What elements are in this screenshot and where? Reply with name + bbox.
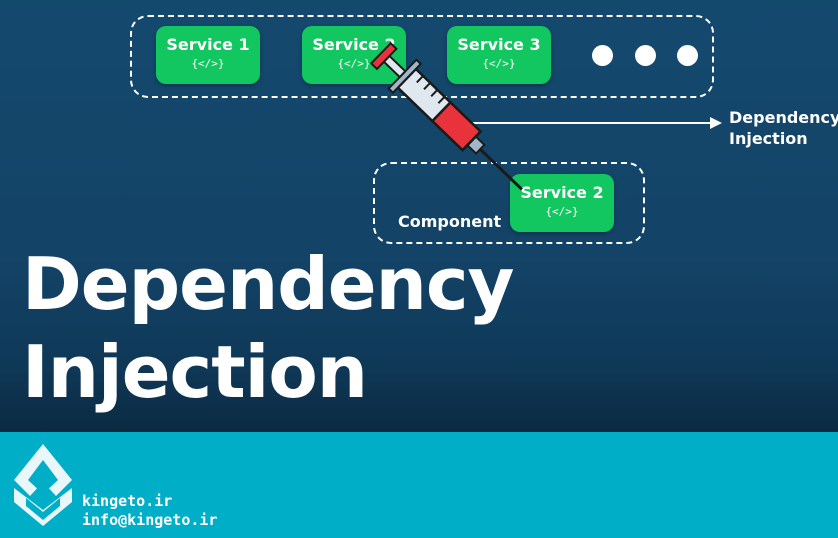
site-link[interactable]: kingeto.ir bbox=[82, 492, 173, 510]
code-icon: {</>} bbox=[545, 205, 579, 218]
injected-service-box: Service 2 {</>} bbox=[510, 174, 614, 232]
arrow-label: Dependency Injection bbox=[729, 107, 838, 149]
code-icon: {</>} bbox=[337, 57, 371, 70]
service-3-label: Service 3 bbox=[457, 35, 541, 54]
code-icon: {</>} bbox=[482, 57, 516, 70]
kingeto-logo-icon bbox=[14, 444, 72, 526]
arrow-label-line1: Dependency bbox=[729, 108, 838, 127]
arrow-label-line2: Injection bbox=[729, 129, 808, 148]
arrow-icon bbox=[470, 117, 722, 129]
component-label: Component bbox=[398, 212, 502, 231]
footer-bar: kingeto.ir info@kingeto.ir bbox=[0, 432, 838, 538]
service-1-label: Service 1 bbox=[166, 35, 250, 54]
service-3-box: Service 3 {</>} bbox=[447, 26, 551, 84]
syringe-icon bbox=[369, 41, 523, 191]
more-dot bbox=[592, 45, 613, 66]
service-2-label: Service 2 bbox=[312, 35, 396, 54]
hero-panel: Service 1 {</>} Service 2 {</>} Service … bbox=[0, 0, 838, 432]
headline-line2: Injection bbox=[22, 330, 368, 414]
more-dot bbox=[635, 45, 656, 66]
injected-service-label: Service 2 bbox=[520, 183, 604, 202]
headline-line1: Dependency bbox=[22, 242, 514, 326]
more-dot bbox=[677, 45, 698, 66]
code-icon: {</>} bbox=[191, 57, 225, 70]
service-1-box: Service 1 {</>} bbox=[156, 26, 260, 84]
email-link[interactable]: info@kingeto.ir bbox=[82, 511, 218, 529]
syringe-illustration bbox=[369, 41, 722, 191]
component-container bbox=[373, 162, 645, 244]
